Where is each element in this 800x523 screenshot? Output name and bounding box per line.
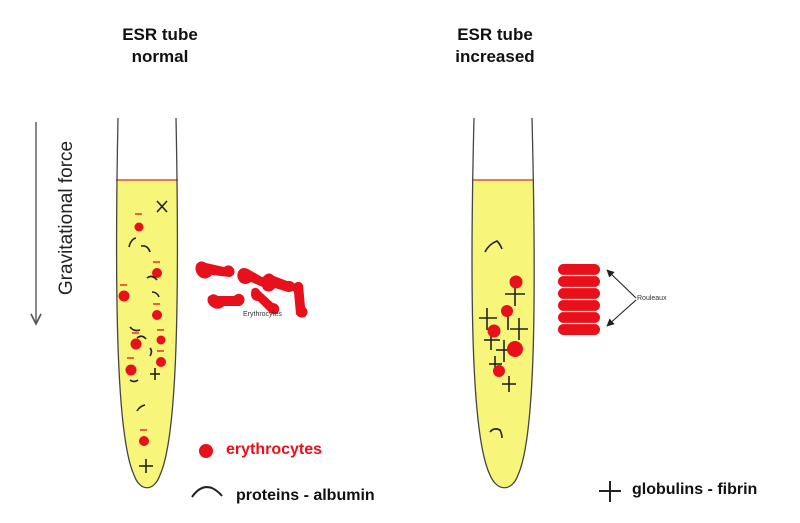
erythrocyte — [118, 290, 130, 302]
erythrocyte — [501, 305, 513, 317]
erythrocyte — [134, 222, 144, 232]
normal-tube-cells — [118, 222, 166, 446]
normal-tube-plasma — [116, 180, 178, 488]
erythrocyte — [152, 268, 162, 278]
normal-tube-title-line2: normal — [131, 47, 189, 66]
erythrocyte — [509, 275, 523, 289]
normal-tube-globulins — [139, 200, 168, 473]
increased-tube-albumin — [484, 240, 503, 439]
erythrocyte — [156, 335, 166, 345]
normal-tube-albumin — [128, 237, 160, 412]
erythrocyte-group — [195, 261, 308, 318]
rouleaux-separators — [563, 274, 595, 325]
erythrocyte — [507, 341, 523, 357]
normal-tube-title: ESR tube normal — [100, 24, 220, 68]
rouleaux-annotation: Rouleaux — [637, 295, 667, 302]
normal-tube-outline — [115, 117, 179, 489]
legend-erythrocytes-label: erythrocytes — [226, 441, 323, 458]
rouleaux-stack — [558, 264, 600, 335]
erythrocytes-annotation: Erythrocytes — [243, 311, 282, 318]
gravity-label: Gravitational force — [56, 141, 77, 295]
increased-tube-globulins — [479, 282, 528, 392]
increased-tube-title-line2: increased — [455, 47, 535, 66]
legend-globulin-icon — [599, 481, 621, 502]
increased-tube-plasma — [471, 180, 535, 488]
erythrocyte — [139, 436, 149, 446]
increased-tube — [471, 117, 535, 489]
increased-tube-title: ESR tube increased — [430, 24, 560, 68]
legend-albumin-icon — [191, 486, 223, 498]
erythrocyte — [487, 324, 501, 338]
rouleaux-arrow-down — [606, 299, 637, 327]
increased-tube-cells — [487, 275, 523, 377]
increased-tube-title-line1: ESR tube — [457, 25, 533, 44]
erythrocyte — [152, 310, 162, 320]
erythrocyte — [493, 365, 505, 377]
normal-tube-charge-marks — [120, 213, 164, 431]
legend-proteins-label: proteins - albumin — [236, 487, 375, 504]
normal-tube — [115, 117, 179, 489]
legend-erythrocyte-icon — [199, 444, 213, 458]
erythrocyte — [125, 364, 137, 376]
erythrocyte — [156, 357, 166, 367]
erythrocyte — [130, 338, 142, 350]
rouleaux-arrow-up — [606, 269, 637, 299]
legend-globulins-label: globulins - fibrin — [632, 481, 758, 498]
increased-tube-outline — [471, 117, 535, 489]
normal-tube-title-line1: ESR tube — [122, 25, 198, 44]
